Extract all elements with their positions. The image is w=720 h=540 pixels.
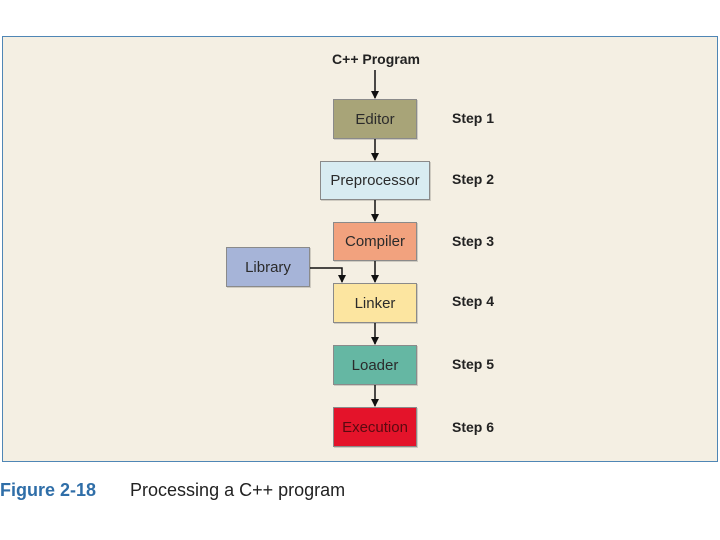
figure-title: Processing a C++ program xyxy=(130,480,346,500)
step-6-label: Step 6 xyxy=(452,419,495,435)
loader-box: Loader xyxy=(333,345,417,385)
step-5-label: Step 5 xyxy=(452,356,495,372)
step-2-label: Step 2 xyxy=(452,171,495,187)
figure-caption: Figure 2-18 Processing a C++ program xyxy=(0,480,345,501)
arrow-library-to-linker xyxy=(310,267,346,283)
cpp-program-label: C++ Program xyxy=(332,51,420,67)
linker-box: Linker xyxy=(333,283,417,323)
preprocessor-box: Preprocessor xyxy=(320,161,430,200)
editor-box: Editor xyxy=(333,99,417,139)
library-box: Library xyxy=(226,247,310,287)
step-3-label: Step 3 xyxy=(452,233,495,249)
execution-box: Execution xyxy=(333,407,417,447)
compiler-box: Compiler xyxy=(333,222,417,261)
figure-number: Figure 2-18 xyxy=(0,480,97,500)
step-4-label: Step 4 xyxy=(452,293,495,309)
step-1-label: Step 1 xyxy=(452,110,495,126)
